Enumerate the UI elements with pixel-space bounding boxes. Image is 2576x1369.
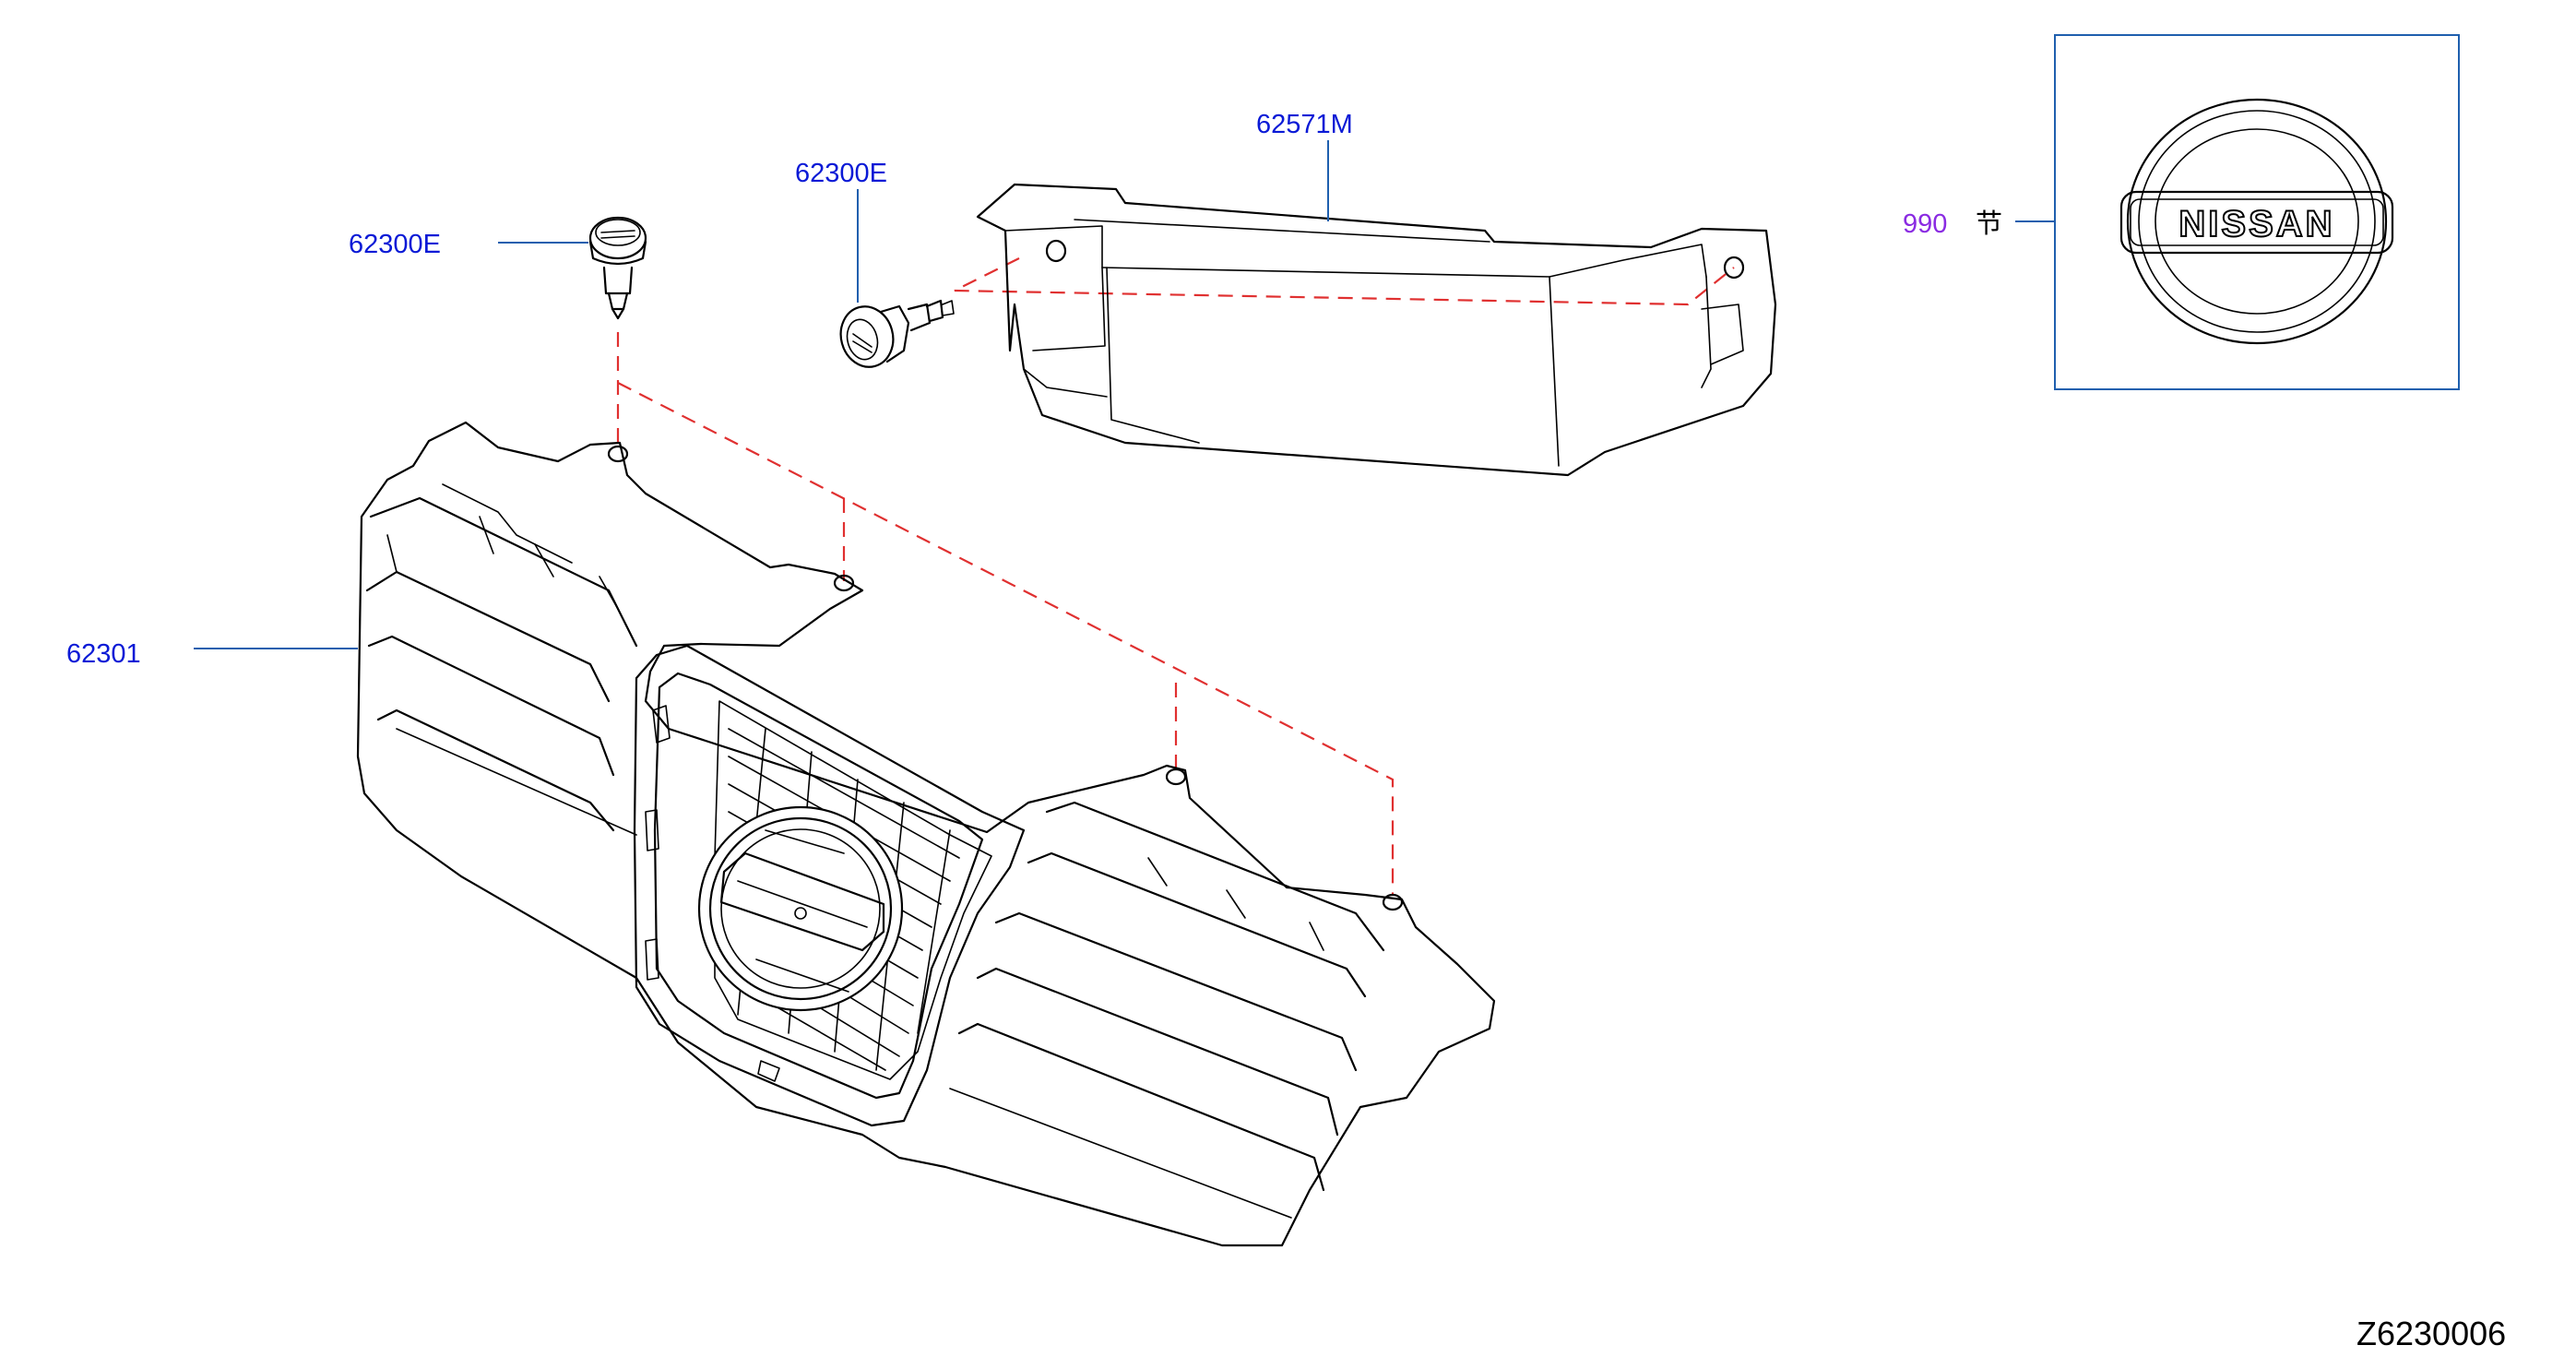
grille-emblem: [697, 805, 904, 1012]
leader-lines: [194, 140, 2055, 649]
label-clip-right[interactable]: 62300E: [795, 159, 887, 188]
nissan-emblem-drawing: NISSAN: [2119, 98, 2394, 345]
clip-62300e-right-drawing: [839, 299, 955, 368]
grille-62301-drawing: [356, 421, 1496, 1247]
assembly-guide-lines: [616, 257, 1735, 895]
emblem-logo-text: NISSAN: [2178, 204, 2334, 244]
emblem-callout-box: [2054, 34, 2460, 390]
clip-62300e-left-drawing: [588, 216, 647, 320]
label-clip-left[interactable]: 62300E: [349, 230, 441, 259]
diagram-code: Z6230006: [2356, 1315, 2506, 1352]
bracket-62571m-drawing: [976, 183, 1777, 477]
labels: 62300E 62300E 62571M 62301 990 节 Z623000…: [66, 110, 2506, 1352]
emblem-callout: NISSAN: [2054, 34, 2460, 390]
emblem-symbol: 节: [1976, 208, 2002, 239]
label-bracket[interactable]: 62571M: [1256, 110, 1353, 139]
label-grille[interactable]: 62301: [66, 639, 141, 669]
label-emblem[interactable]: 990: [1903, 209, 1947, 239]
